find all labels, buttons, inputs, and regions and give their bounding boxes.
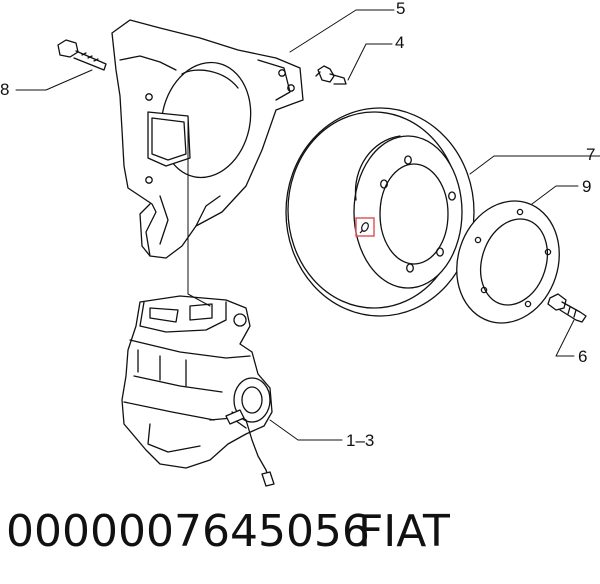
callout-6: 6 [578, 347, 587, 366]
leader-lines [15, 9, 600, 441]
callout-1-3: 1–3 [346, 431, 374, 450]
disc-bolt [315, 65, 347, 85]
callout-8: 8 [0, 80, 9, 99]
shield-bolt [57, 39, 107, 71]
dust-shield [111, 19, 304, 259]
wear-indicator-icon [359, 222, 369, 234]
callout-7: 7 [586, 145, 595, 164]
hub-spacer-ring [456, 200, 560, 324]
callout-9: 9 [582, 177, 591, 196]
wheel-stud [547, 293, 587, 323]
wear-indicator-marker [355, 217, 375, 237]
brake-caliper [121, 295, 275, 487]
brake-disc [285, 107, 475, 317]
part-number: 0000007645056 [6, 506, 370, 557]
callout-4: 4 [395, 33, 404, 52]
brand-name: FIAT [358, 506, 450, 557]
callout-5: 5 [396, 0, 405, 18]
